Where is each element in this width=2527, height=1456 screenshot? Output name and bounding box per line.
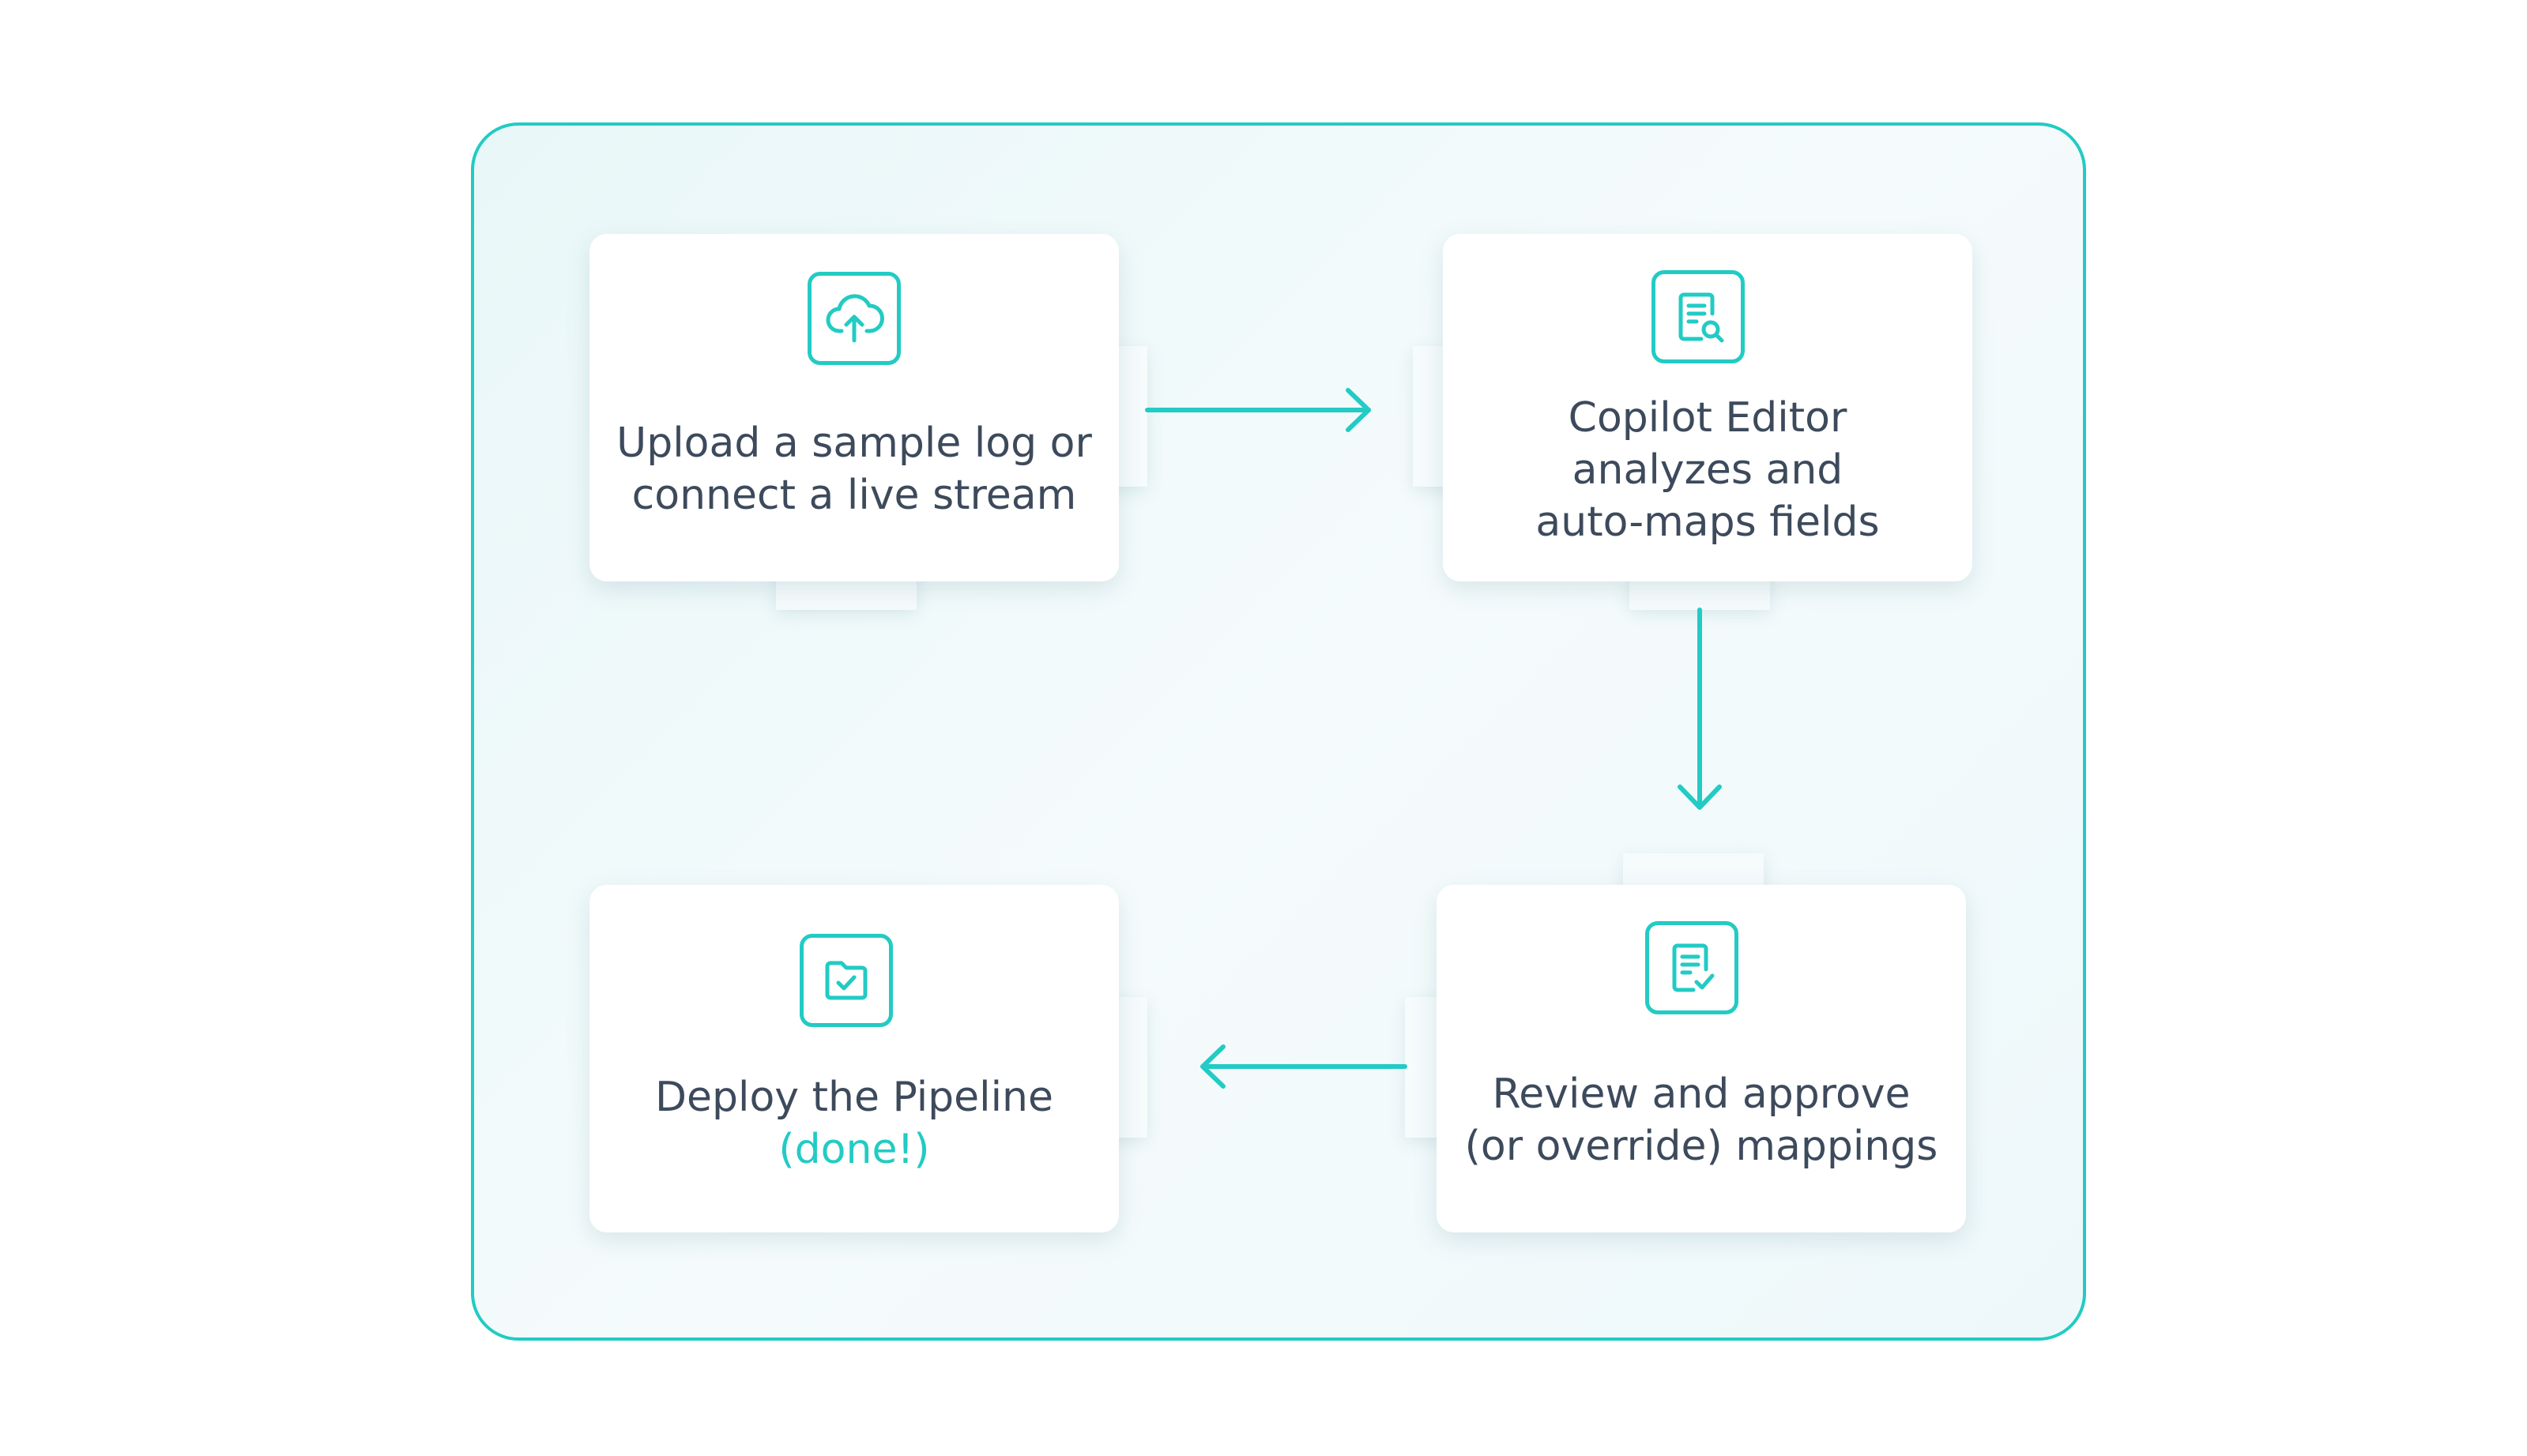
step-label: Deploy the Pipeline (done!) [589, 1071, 1119, 1176]
folder-check-icon [825, 961, 868, 1000]
step-label-line: (or override) mappings [1464, 1123, 1938, 1170]
icon-tile [1651, 270, 1745, 363]
document-search-icon [1678, 292, 1724, 343]
step-card-analyze: Copilot Editor analyzes and auto-maps fi… [1443, 234, 1972, 581]
step-label-line: Review and approve [1492, 1070, 1911, 1118]
icon-tile [800, 934, 893, 1027]
icon-tile [808, 272, 901, 365]
step-label-done: (done!) [778, 1126, 930, 1173]
icon-tile [1645, 921, 1738, 1014]
step-label-line: Copilot Editor [1568, 394, 1847, 442]
step-card-upload: Upload a sample log or connect a live st… [589, 234, 1119, 581]
step-label-line: analyzes and [1572, 446, 1843, 494]
step-label: Copilot Editor analyzes and auto-maps fi… [1443, 392, 1972, 548]
step-card-deploy: Deploy the Pipeline (done!) [589, 885, 1119, 1232]
step-label-line: auto-maps fields [1535, 499, 1880, 546]
step-label-line: Upload a sample log or [616, 419, 1092, 467]
arrow-step2-to-step3 [1678, 608, 1722, 810]
step-label: Upload a sample log or connect a live st… [589, 417, 1119, 521]
arrow-step3-to-step4 [1200, 1044, 1407, 1089]
arrow-step1-to-step2 [1145, 388, 1371, 432]
step-card-review: Review and approve (or override) mapping… [1437, 885, 1966, 1232]
cloud-upload-icon [826, 294, 884, 343]
document-check-icon [1672, 943, 1715, 992]
step-label-line: Deploy the Pipeline [655, 1074, 1053, 1121]
step-label: Review and approve (or override) mapping… [1437, 1068, 1966, 1172]
step-label-line: connect a live stream [631, 472, 1077, 519]
